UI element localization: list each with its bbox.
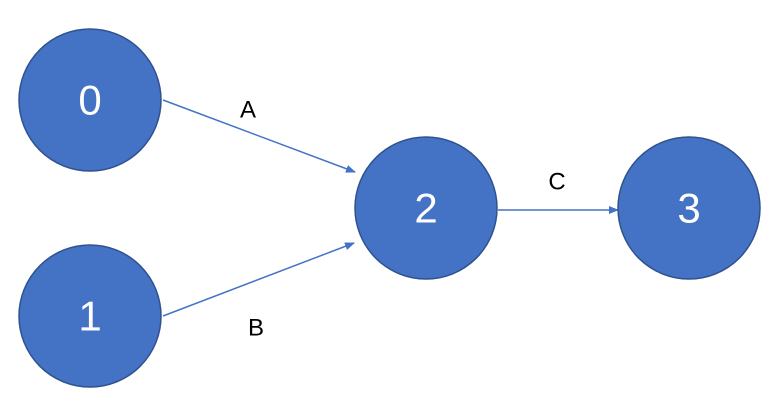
edge-b <box>162 242 355 317</box>
edge-label-b: B <box>248 315 264 342</box>
node-2-label: 2 <box>414 185 437 232</box>
node-2-circle <box>354 136 498 280</box>
edge-labels: A B C <box>240 97 566 342</box>
node-1: 1 <box>18 244 162 388</box>
nodes: 0 1 2 3 <box>18 28 761 388</box>
edges <box>162 99 619 317</box>
node-3-circle <box>617 136 761 280</box>
node-0-label: 0 <box>78 77 101 124</box>
node-2: 2 <box>354 136 498 280</box>
edge-label-c: C <box>548 169 565 196</box>
node-0-circle <box>18 28 162 172</box>
edge-a <box>162 99 356 173</box>
node-0: 0 <box>18 28 162 172</box>
node-1-label: 1 <box>78 293 101 340</box>
edge-label-a: A <box>240 97 256 124</box>
node-1-circle <box>18 244 162 388</box>
node-3: 3 <box>617 136 761 280</box>
node-3-label: 3 <box>677 185 700 232</box>
